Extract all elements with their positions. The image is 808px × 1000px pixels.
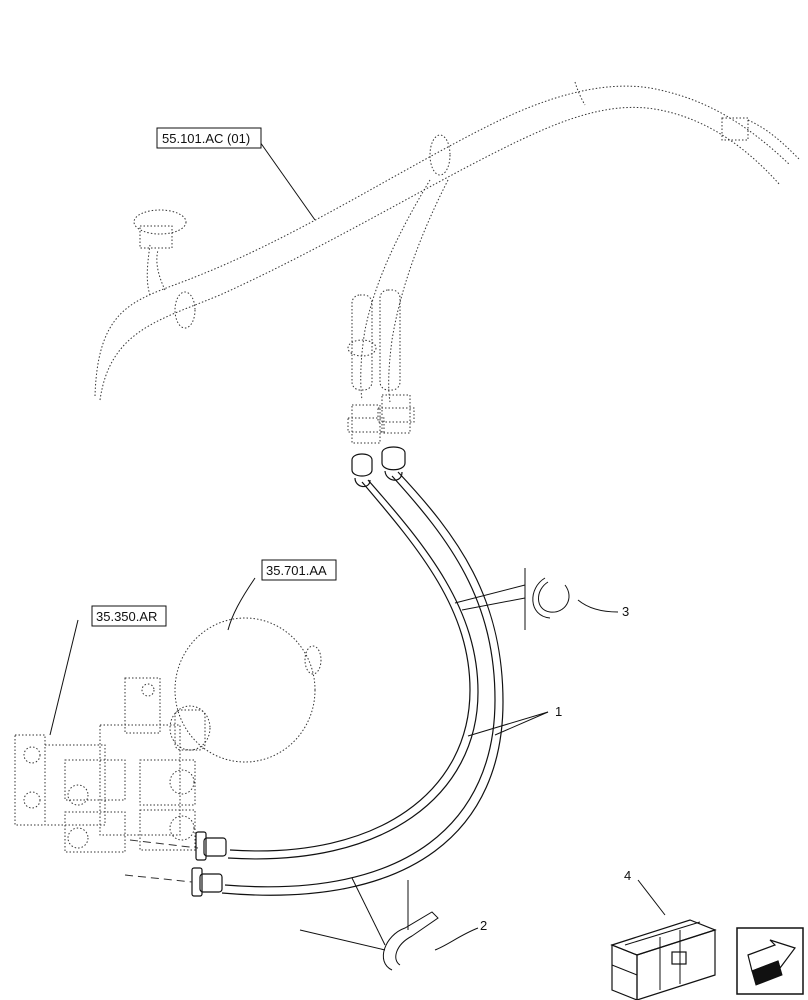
leader-lines: [49, 141, 666, 951]
callout-3: 3: [622, 604, 629, 619]
hose-assembly: [124, 446, 504, 897]
callout-2: 2: [480, 918, 487, 933]
hose-clip: [454, 568, 570, 630]
hose-connector-a: [351, 453, 373, 477]
accumulator: [169, 617, 322, 763]
ref-label-accumulator: 35.701.AA: [266, 563, 327, 578]
ref-box-harness[interactable]: 55.101.AC (01): [156, 127, 262, 149]
main-harness: [94, 81, 801, 444]
ref-label-valve-block: 35.350.AR: [96, 609, 157, 624]
callout-4: 4: [624, 868, 631, 883]
cable-strap: [299, 877, 439, 971]
callout-1: 1: [555, 704, 562, 719]
next-page-arrow-icon[interactable]: [736, 927, 804, 995]
hose-end-fitting-a: [203, 837, 227, 857]
kit-crate-icon: [610, 919, 717, 1000]
hose-connector-b: [381, 446, 406, 471]
hose-end-fitting-b: [199, 873, 223, 893]
ref-box-accumulator[interactable]: 35.701.AA: [261, 559, 337, 581]
valve-block: [14, 677, 196, 853]
ref-box-valve-block[interactable]: 35.350.AR: [91, 605, 167, 627]
ref-label-harness: 55.101.AC (01): [162, 131, 250, 146]
